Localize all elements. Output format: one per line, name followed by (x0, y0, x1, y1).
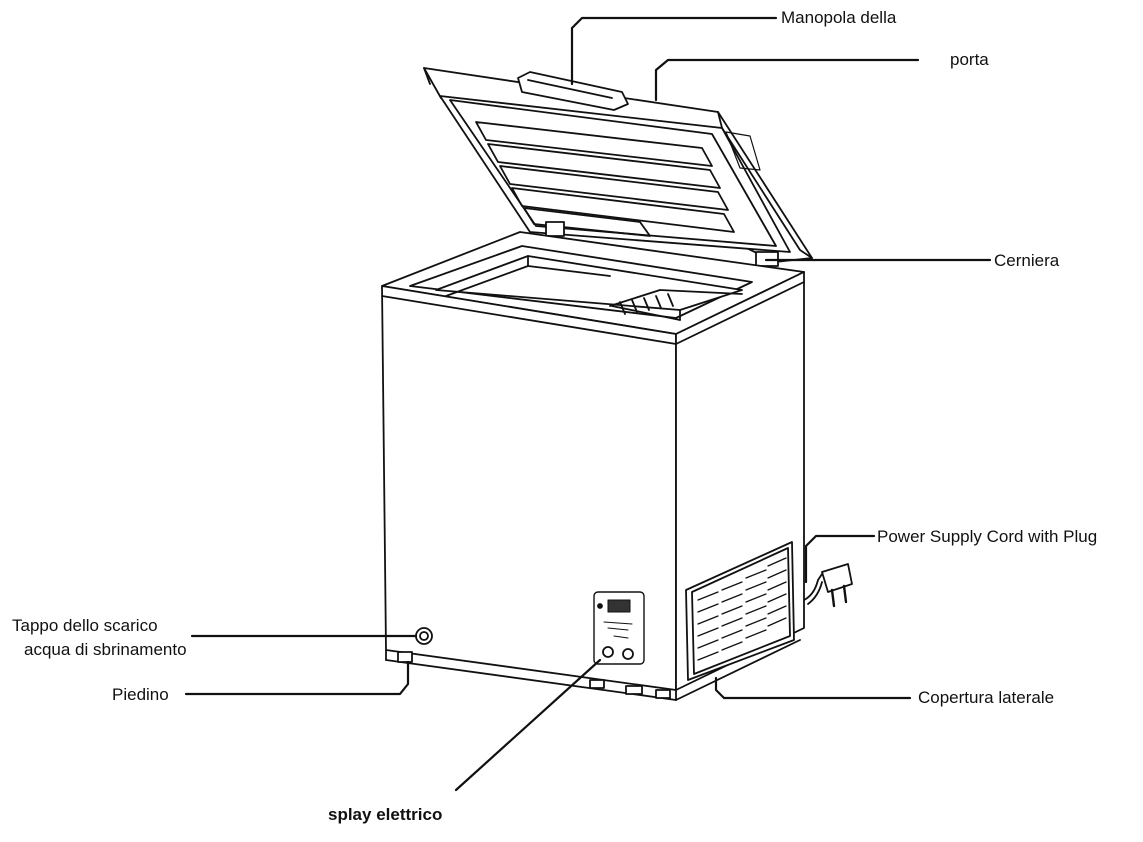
drain-plug (415, 627, 433, 645)
side-cover-vents (697, 557, 787, 661)
side-cover (685, 541, 795, 681)
control-panel (593, 591, 645, 665)
label-drain-plug-line2: acqua di sbrinamento (24, 640, 187, 659)
leader-lines (184, 16, 992, 792)
freezer-lid (423, 67, 813, 263)
lid-handle (517, 71, 629, 111)
label-power-cord: Power Supply Cord with Plug (877, 527, 1098, 546)
label-side-cover: Copertura laterale (918, 688, 1055, 707)
label-hinge: Cerniera (994, 251, 1060, 270)
label-door-handle: Manopola della (781, 8, 897, 27)
label-door: porta (950, 50, 989, 69)
label-electric-display: splay elettrico (328, 805, 443, 824)
label-drain-plug-line1: Tappo dello scarico (12, 616, 158, 635)
power-cord (803, 563, 853, 608)
label-foot: Piedino (112, 685, 169, 704)
